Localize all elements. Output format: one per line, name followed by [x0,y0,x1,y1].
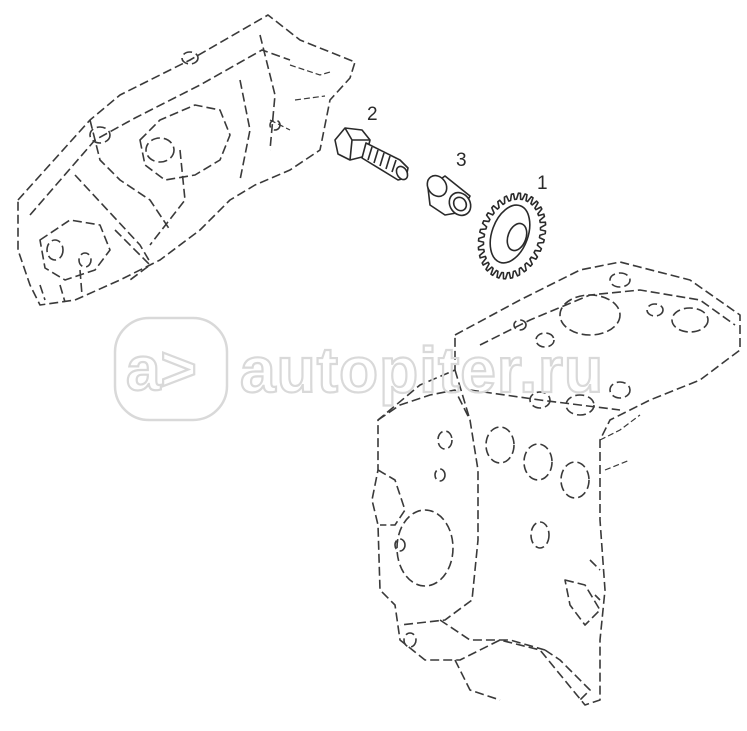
bolt-part [334,127,409,181]
watermark: a> autopiter.ru [113,316,604,422]
gear-part [477,192,547,280]
timing-cover [17,14,356,306]
callout-part-1: 1 [537,173,548,194]
watermark-text: autopiter.ru [240,334,604,406]
bushing-part [426,174,472,217]
watermark-logo-text: a> [126,335,197,404]
engine-block [371,261,741,706]
watermark-logo-frame [113,316,229,422]
callout-part-3: 3 [456,150,467,171]
callout-part-2: 2 [367,104,378,125]
